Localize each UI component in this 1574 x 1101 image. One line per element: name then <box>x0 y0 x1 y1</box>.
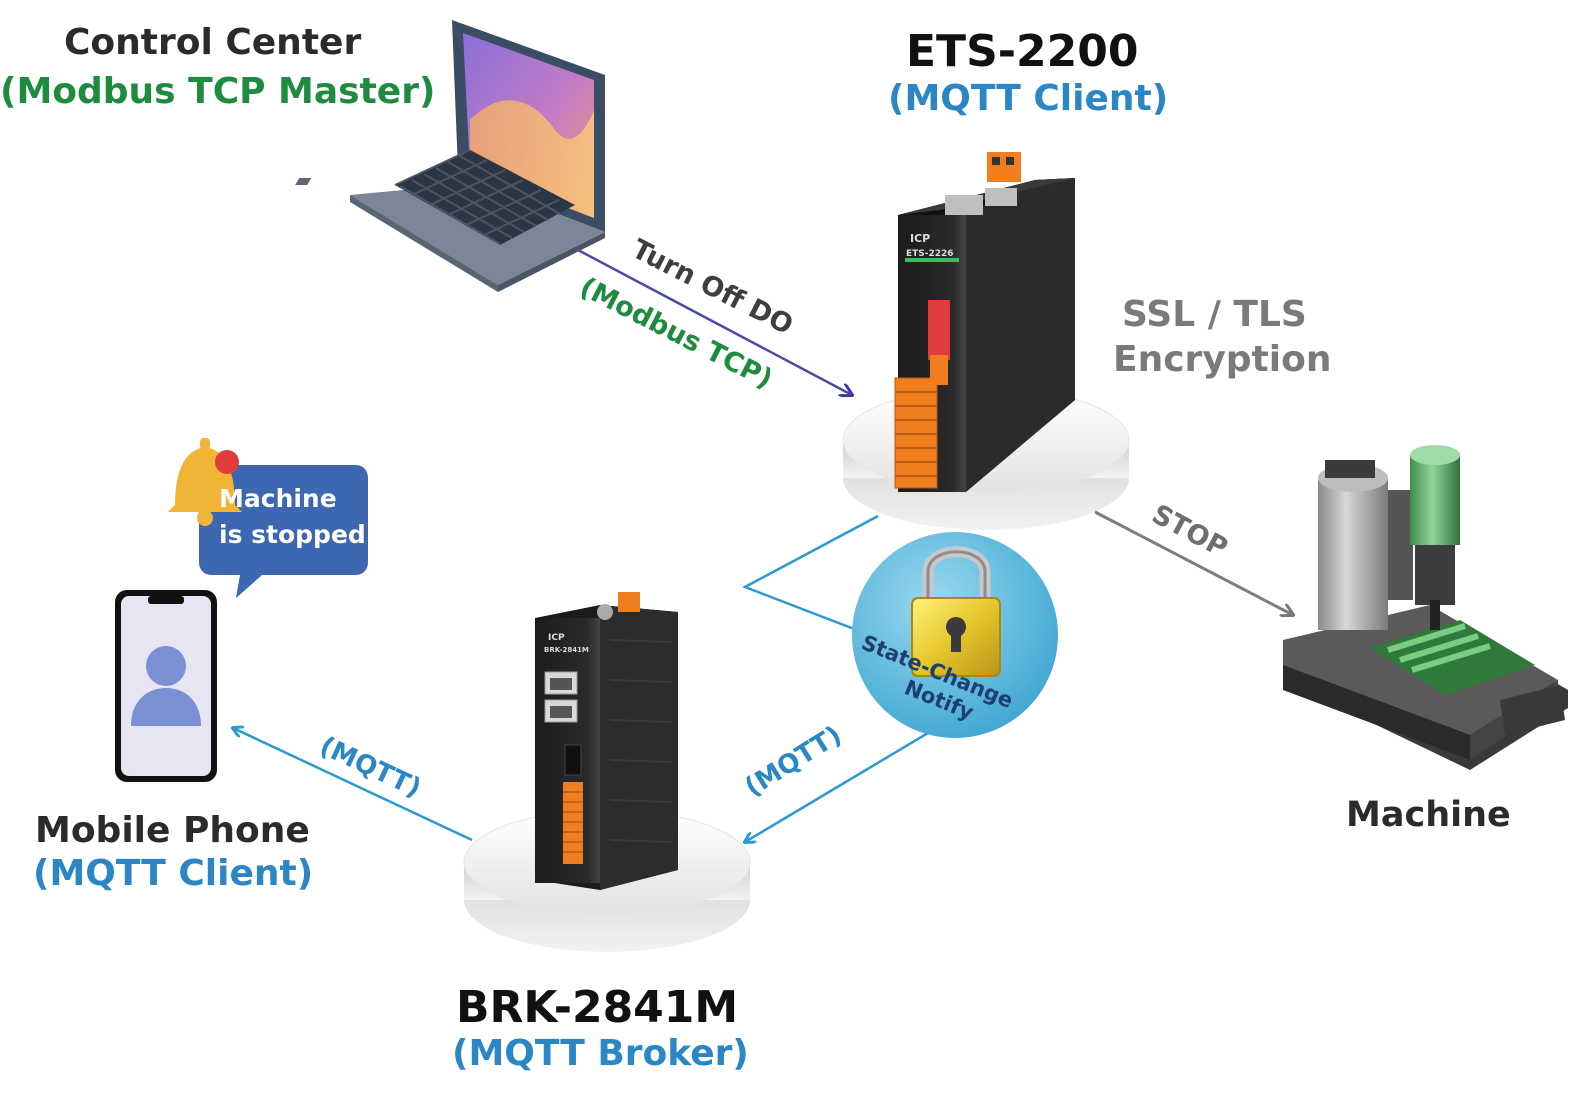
laptop-icon <box>295 20 605 292</box>
ets-to-machine-arrow <box>1094 510 1293 615</box>
laptop-to-ets-arrow <box>577 248 852 395</box>
svg-text:ICP: ICP <box>548 633 565 643</box>
control-center-role: (Modbus TCP Master) <box>0 71 436 112</box>
brk-title: BRK-2841M <box>456 982 739 1033</box>
lock-to-brk-arrow <box>745 731 929 842</box>
svg-text:ETS-2226: ETS-2226 <box>906 249 954 259</box>
ets-role: (MQTT Client) <box>888 78 1169 119</box>
svg-text:BRK-2841M: BRK-2841M <box>544 646 589 654</box>
ets-to-lock-connector <box>741 514 879 634</box>
machine-icon <box>1283 445 1568 770</box>
notification-bubble <box>199 465 368 598</box>
control-center-title: Control Center <box>64 22 362 63</box>
phone-icon <box>115 590 217 782</box>
machine-title: Machine <box>1346 795 1511 835</box>
phone-role: (MQTT Client) <box>33 853 314 894</box>
ets-device-icon: ICP ETS-2226 <box>894 152 1075 492</box>
notification-line2: is stopped <box>219 520 366 549</box>
brk-role: (MQTT Broker) <box>452 1033 749 1074</box>
svg-text:ICP: ICP <box>910 232 930 245</box>
stop-label: STOP <box>1147 499 1233 564</box>
security-line1: SSL / TLS <box>1122 294 1307 335</box>
notification-line1: Machine <box>219 484 337 513</box>
phone-title: Mobile Phone <box>35 810 310 851</box>
state-change-badge: State-Change Notify <box>852 532 1058 738</box>
bell-icon <box>168 438 242 526</box>
ets-title: ETS-2200 <box>906 26 1139 77</box>
padlock-icon <box>911 546 1001 677</box>
user-avatar-icon <box>131 646 201 726</box>
brk-device-icon: ICP BRK-2841M <box>535 592 678 890</box>
brk-to-phone-arrow <box>233 728 473 842</box>
security-line2: Encryption <box>1113 339 1332 380</box>
